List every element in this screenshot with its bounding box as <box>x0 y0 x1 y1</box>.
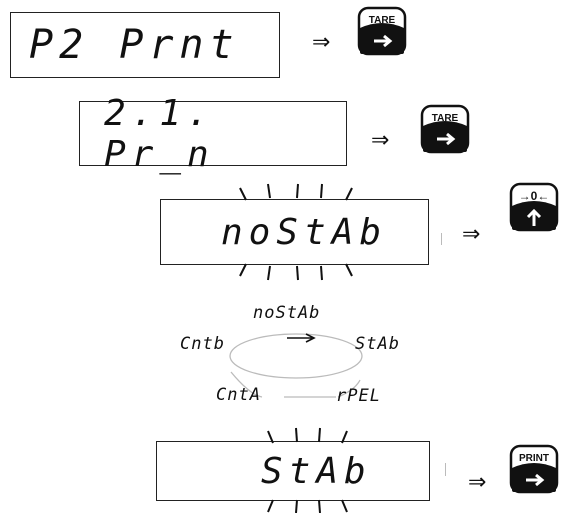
zero-key-button[interactable]: →0← <box>509 182 559 232</box>
divider-tick <box>441 233 442 245</box>
svg-text:TARE: TARE <box>432 113 459 124</box>
cycle-option-stab: StAb <box>355 334 400 354</box>
cycle-option-cntb: Cntb <box>180 334 225 354</box>
implies-arrow: ⇒ <box>371 128 390 153</box>
arrow-up-icon <box>526 208 542 226</box>
svg-text:TARE: TARE <box>369 15 396 26</box>
lcd-display-stab-blinking: StAb <box>156 441 430 501</box>
implies-arrow: ⇒ <box>468 470 487 495</box>
svg-text:PRINT: PRINT <box>519 453 549 464</box>
cycle-direction-arrow-icon <box>287 333 316 343</box>
arrow-right-icon <box>437 132 456 146</box>
implies-arrow: ⇒ <box>462 222 481 247</box>
svg-text:→0←: →0← <box>519 189 550 203</box>
lcd-display-pr-n: 2.1. Pr_n <box>79 93 347 175</box>
cycle-option-rpel: rPEL <box>336 386 381 406</box>
cycle-option-cnta: CntA <box>216 385 261 405</box>
tare-key-button[interactable]: TARE <box>357 6 407 56</box>
arrow-right-icon <box>374 34 393 48</box>
lcd-display-nostab-blinking: noStAb <box>160 199 429 265</box>
tare-key-button[interactable]: TARE <box>420 104 470 154</box>
cycle-connector-lines <box>229 333 363 398</box>
divider-tick <box>445 463 446 476</box>
display-text: P2 Prnt <box>29 22 240 68</box>
arrow-right-icon <box>526 473 545 487</box>
display-text: 2.1. Pr_n <box>104 92 215 175</box>
cycle-option-nostab: noStAb <box>253 303 321 323</box>
blink-marks-icon <box>239 183 353 513</box>
display-text: noStAb <box>221 211 388 253</box>
display-text: StAb <box>261 450 372 492</box>
lcd-display-p2-prnt: P2 Prnt <box>10 12 280 78</box>
implies-arrow: ⇒ <box>312 30 331 55</box>
print-key-button[interactable]: PRINT <box>509 444 559 494</box>
